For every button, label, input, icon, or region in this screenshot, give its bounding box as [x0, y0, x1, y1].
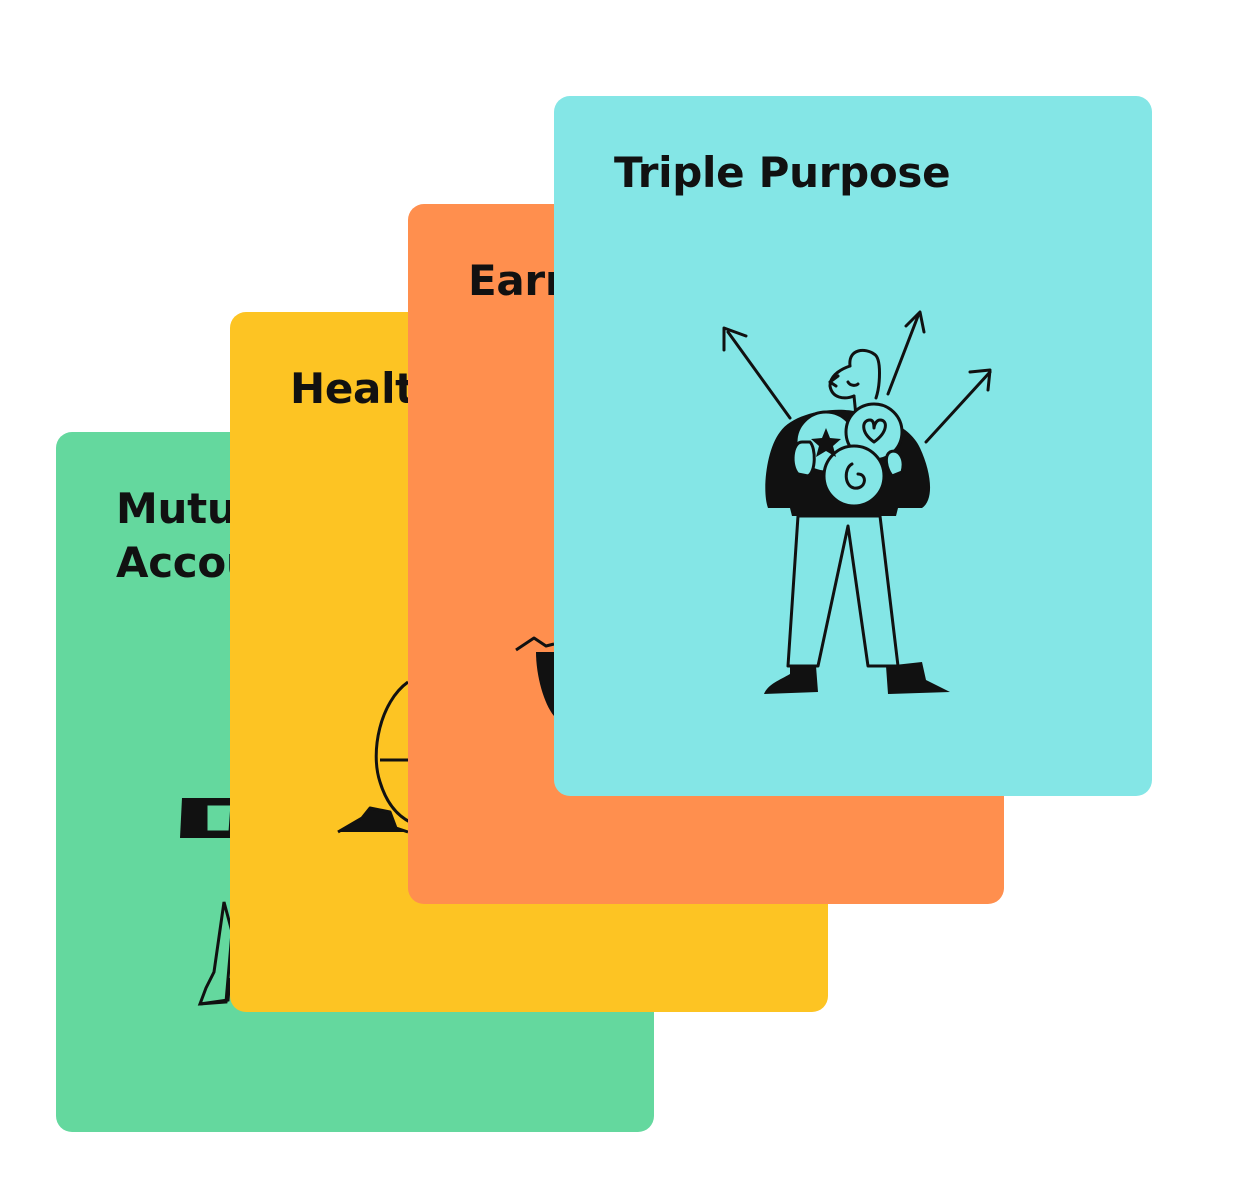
kneeling-figure-icon	[337, 680, 411, 834]
legs-icon	[515, 636, 555, 716]
card-triple-purpose[interactable]: Triple Purpose	[554, 96, 1152, 796]
person-with-three-values-icon	[722, 310, 992, 694]
card-title: Triple Purpose	[614, 148, 951, 197]
